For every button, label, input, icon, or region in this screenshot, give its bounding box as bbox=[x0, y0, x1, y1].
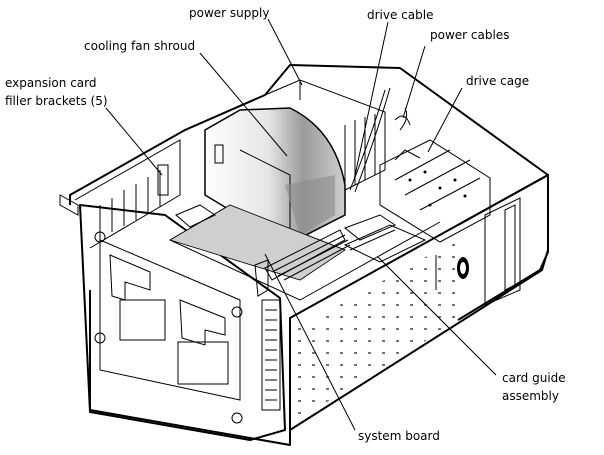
label-power-cables: power cables bbox=[430, 28, 510, 42]
leader-power-cables bbox=[402, 45, 426, 119]
label-expansion-card-2: filler brackets (5) bbox=[5, 94, 108, 108]
expansion-card-brackets bbox=[59, 139, 181, 249]
cables bbox=[349, 87, 408, 193]
leader-card-guide bbox=[377, 256, 497, 376]
leader-power-supply bbox=[267, 18, 303, 86]
label-drive-cage: drive cage bbox=[466, 74, 530, 88]
leader-drive-cage bbox=[427, 87, 463, 153]
drive-cage bbox=[379, 115, 521, 306]
leader-lines bbox=[105, 18, 497, 431]
label-cooling-fan-shroud: cooling fan shroud bbox=[84, 39, 196, 53]
label-card-guide-1: card guide bbox=[502, 371, 566, 385]
label-expansion-card-1: expansion card bbox=[5, 76, 97, 90]
label-power-supply: power supply bbox=[189, 6, 270, 20]
leader-cooling-fan-shroud bbox=[199, 52, 288, 157]
label-card-guide-2: assembly bbox=[502, 389, 559, 403]
card-guide-assembly bbox=[343, 224, 427, 263]
label-system-board: system board bbox=[358, 429, 440, 443]
label-drive-cable: drive cable bbox=[367, 8, 434, 22]
leader-drive-cable bbox=[353, 21, 389, 181]
system-board bbox=[169, 204, 397, 297]
cooling-fan-shroud bbox=[204, 107, 346, 239]
power-supply bbox=[264, 79, 386, 191]
leader-system-board bbox=[264, 253, 356, 431]
chassis-body bbox=[69, 64, 549, 446]
back-panel bbox=[79, 204, 286, 441]
leader-expansion-card bbox=[105, 107, 163, 176]
